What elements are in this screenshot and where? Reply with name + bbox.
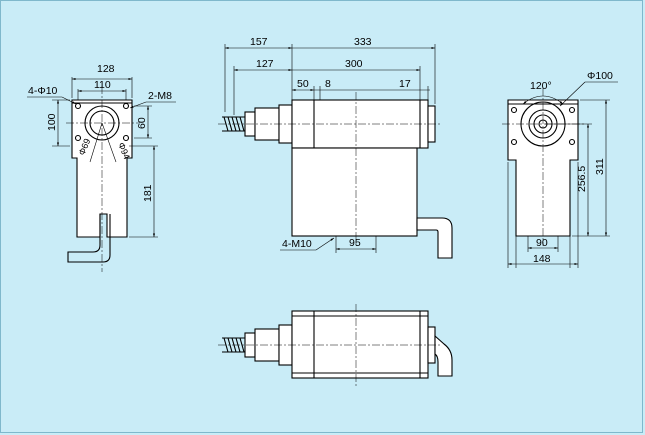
bottom-view [218, 304, 453, 386]
dim-60-label: 60 [136, 117, 148, 129]
dim-100-label: 100 [46, 113, 58, 131]
dim-17-label: 17 [399, 78, 411, 90]
dim-148-label: 148 [533, 253, 551, 265]
thread-spec-label: 2-M8 [148, 90, 172, 102]
dim-157-label: 157 [250, 36, 268, 48]
dim-300-label: 300 [345, 58, 363, 70]
dim-8-label: 8 [325, 78, 331, 90]
left-view-body [71, 99, 133, 238]
leader-line [89, 122, 103, 163]
front-view: 157 333 127 300 50 8 17 95 4-M10 [218, 36, 453, 259]
mount-spec-label: 4-M10 [282, 238, 312, 250]
dim-95-label: 95 [349, 237, 361, 249]
dim-128-label: 128 [97, 63, 115, 75]
dim-127-label: 127 [256, 58, 274, 70]
mount-hole-icon [510, 138, 518, 146]
lower-body [291, 147, 418, 237]
phi100-label: Φ100 [587, 70, 613, 82]
front-view-handle [416, 217, 453, 259]
mount-hole-icon [568, 106, 576, 114]
bottom-main-body [291, 310, 429, 379]
mount-hole-icon [74, 102, 82, 110]
mount-hole-icon [568, 138, 576, 146]
dim-110-label: 110 [94, 79, 111, 91]
hole-spec-label: 4-Φ10 [28, 85, 58, 97]
dim-181-label: 181 [142, 184, 154, 202]
mount-hole-icon [74, 134, 82, 142]
dim-90-label: 90 [536, 237, 548, 249]
dim-50-label: 50 [297, 78, 309, 90]
dim-311-label: 311 [594, 158, 606, 175]
left-view-handle [67, 214, 111, 263]
dim-256-5-label: 256.5 [576, 166, 588, 192]
angle-120-label: 120° [530, 80, 552, 92]
mount-hole-icon [510, 106, 518, 114]
bottom-view-handle [434, 334, 453, 377]
leader-line [101, 122, 117, 163]
left-end-view: 128 110 4-Φ10 2-M8 100 60 Φ69 Φ94 181 [27, 63, 176, 272]
dim-333-label: 333 [354, 36, 372, 48]
mount-hole-icon [122, 134, 130, 142]
right-end-view: 120° Φ100 311 256.5 90 148 [502, 70, 618, 268]
mount-hole-icon [122, 102, 130, 110]
